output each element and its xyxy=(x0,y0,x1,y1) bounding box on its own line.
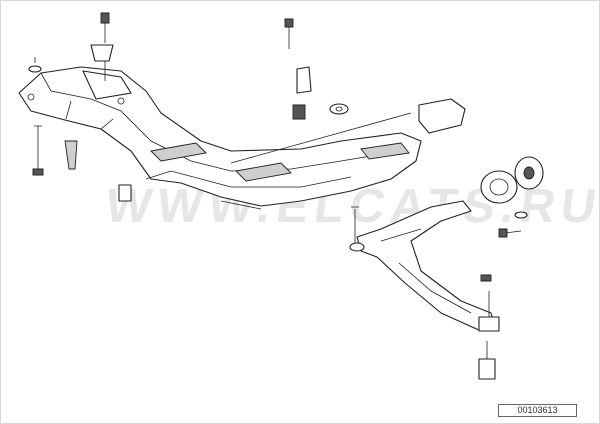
part-number-label: 00103613 xyxy=(498,404,577,417)
subframe-crossmember xyxy=(18,66,422,207)
control-arm xyxy=(220,156,544,380)
mounting-bolts xyxy=(28,12,466,202)
